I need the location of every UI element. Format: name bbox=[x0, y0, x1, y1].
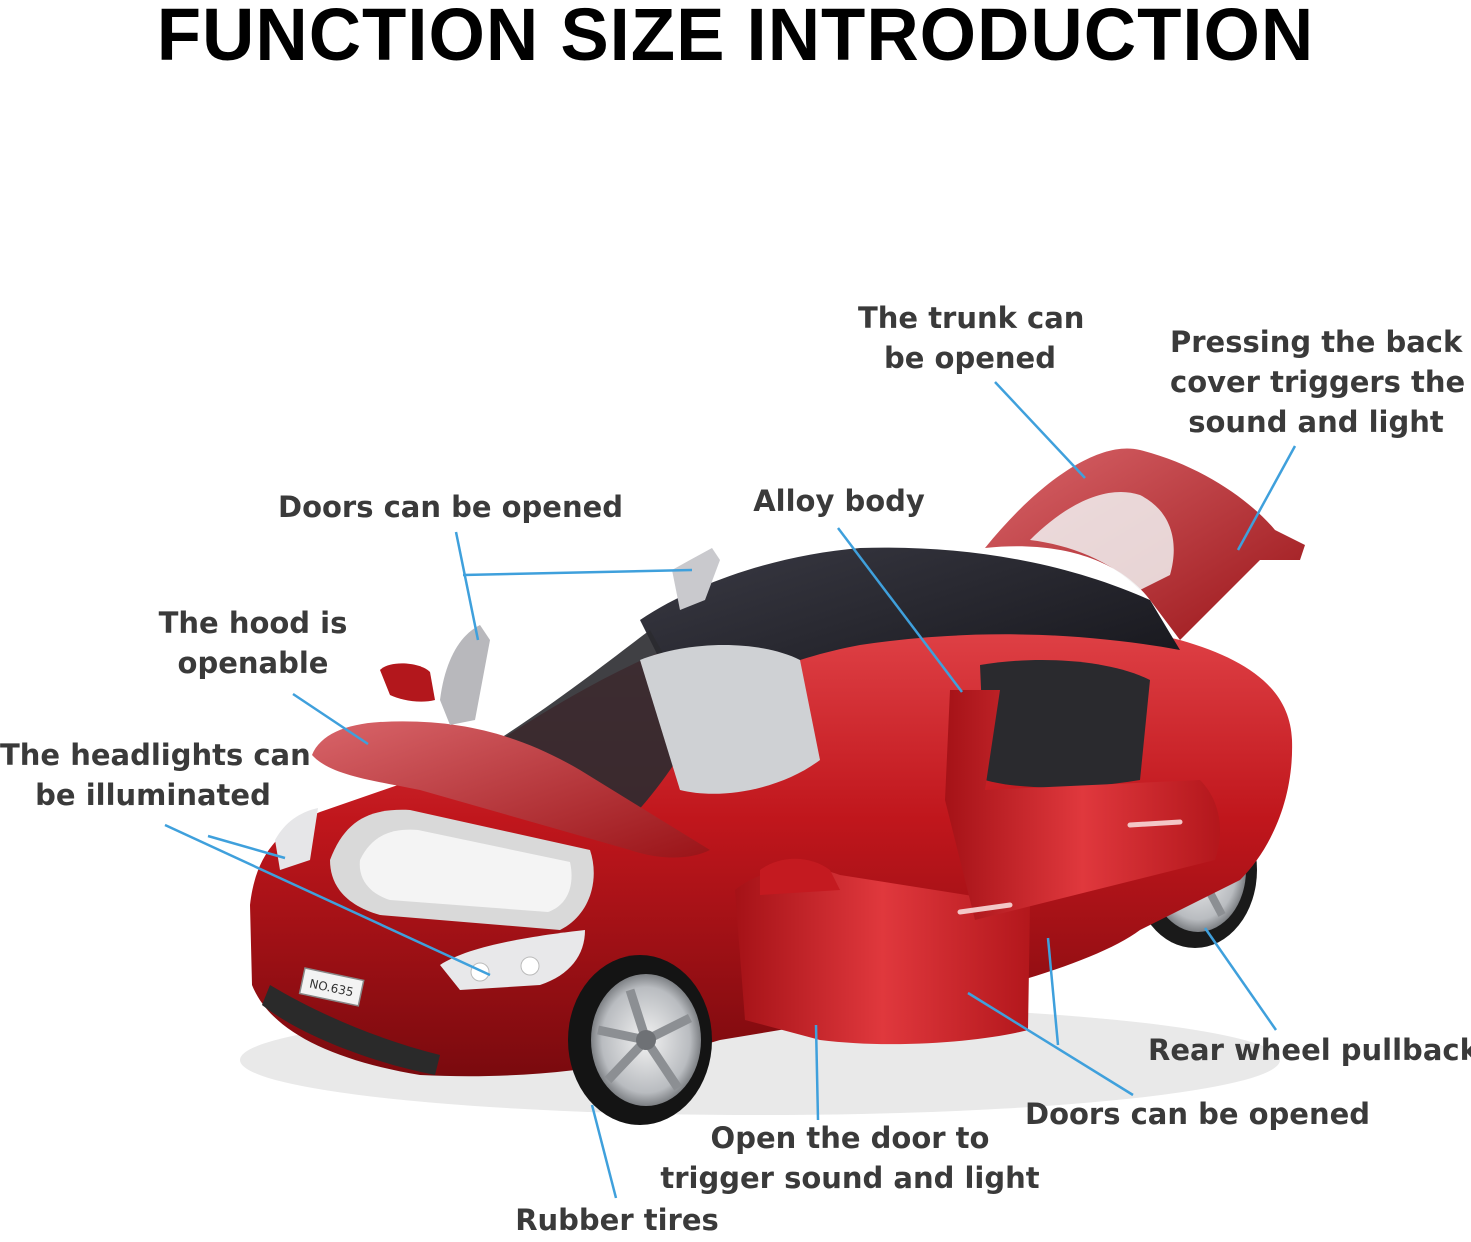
leader-rear-wheel bbox=[1203, 927, 1278, 1031]
callout-doors-bottom-line-1: Doors can be opened bbox=[1025, 1097, 1371, 1131]
front-bumper bbox=[262, 985, 440, 1075]
callout-doors-top-line-1: Doors can be opened bbox=[278, 490, 624, 524]
callout-hood: The hood is openable bbox=[155, 603, 351, 683]
front-door-left bbox=[440, 625, 490, 725]
interior-seats bbox=[640, 645, 820, 794]
leader-hood bbox=[292, 692, 369, 746]
callout-trunk-line-1: The trunk can bbox=[858, 301, 1085, 335]
leader-alloy bbox=[837, 527, 963, 693]
leader-tires bbox=[590, 1104, 618, 1199]
callout-hood-line-2: openable bbox=[177, 646, 329, 680]
leader-doors-top bbox=[454, 531, 480, 641]
license-plate: NO.635 bbox=[298, 967, 365, 1007]
front-door-right bbox=[735, 867, 1030, 1045]
rear-interior bbox=[980, 660, 1150, 788]
leader-headlights-b bbox=[207, 834, 286, 860]
car-roof bbox=[640, 547, 1180, 720]
callout-rear-wheel-line-1: Rear wheel pullback bbox=[1148, 1033, 1471, 1067]
hood-panel bbox=[312, 721, 710, 858]
callout-rear-wheel: Rear wheel pullback bbox=[1148, 1030, 1471, 1070]
callout-back-cover-line-3: sound and light bbox=[1188, 405, 1444, 439]
callout-rubber-tires: Rubber tires bbox=[512, 1200, 722, 1240]
leader-back-cover bbox=[1236, 445, 1297, 551]
callout-doors-top: Doors can be opened bbox=[278, 487, 624, 527]
callout-hood-line-1: The hood is bbox=[158, 606, 348, 640]
leader-open-door bbox=[814, 1024, 820, 1121]
callout-back-cover-line-2: cover triggers the bbox=[1170, 365, 1466, 399]
callout-open-door: Open the door to trigger sound and light bbox=[660, 1118, 1040, 1198]
callout-alloy-body: Alloy body bbox=[748, 481, 930, 521]
page-title: FUNCTION SIZE INTRODUCTION bbox=[156, 0, 1315, 76]
front-wheel bbox=[568, 955, 712, 1125]
callout-headlights-line-1: The headlights can bbox=[0, 738, 311, 772]
callout-open-door-line-1: Open the door to bbox=[710, 1121, 990, 1155]
leader-lines bbox=[164, 381, 1297, 1199]
callout-back-cover: Pressing the back cover triggers the sou… bbox=[1170, 322, 1466, 442]
callout-trunk: The trunk can be opened bbox=[858, 298, 1085, 378]
callout-rubber-tires-line-1: Rubber tires bbox=[515, 1203, 719, 1237]
callout-headlights-line-2: be illuminated bbox=[35, 778, 271, 812]
callout-alloy-body-line-1: Alloy body bbox=[753, 484, 925, 518]
callout-back-cover-line-1: Pressing the back bbox=[1170, 325, 1463, 359]
leader-doors-top-branch bbox=[462, 568, 693, 577]
leader-doors-bottom-a bbox=[967, 991, 1134, 1097]
leader-trunk bbox=[994, 381, 1086, 479]
callout-open-door-line-2: trigger sound and light bbox=[660, 1161, 1040, 1195]
callout-doors-bottom: Doors can be opened bbox=[1025, 1094, 1371, 1134]
side-mirror bbox=[380, 663, 435, 702]
leader-doors-bottom-b bbox=[1046, 937, 1060, 1046]
callout-trunk-line-2: be opened bbox=[884, 341, 1056, 375]
leader-headlights-a bbox=[164, 823, 491, 977]
callout-headlights: The headlights can be illuminated bbox=[0, 735, 311, 815]
rear-door bbox=[945, 690, 1220, 920]
